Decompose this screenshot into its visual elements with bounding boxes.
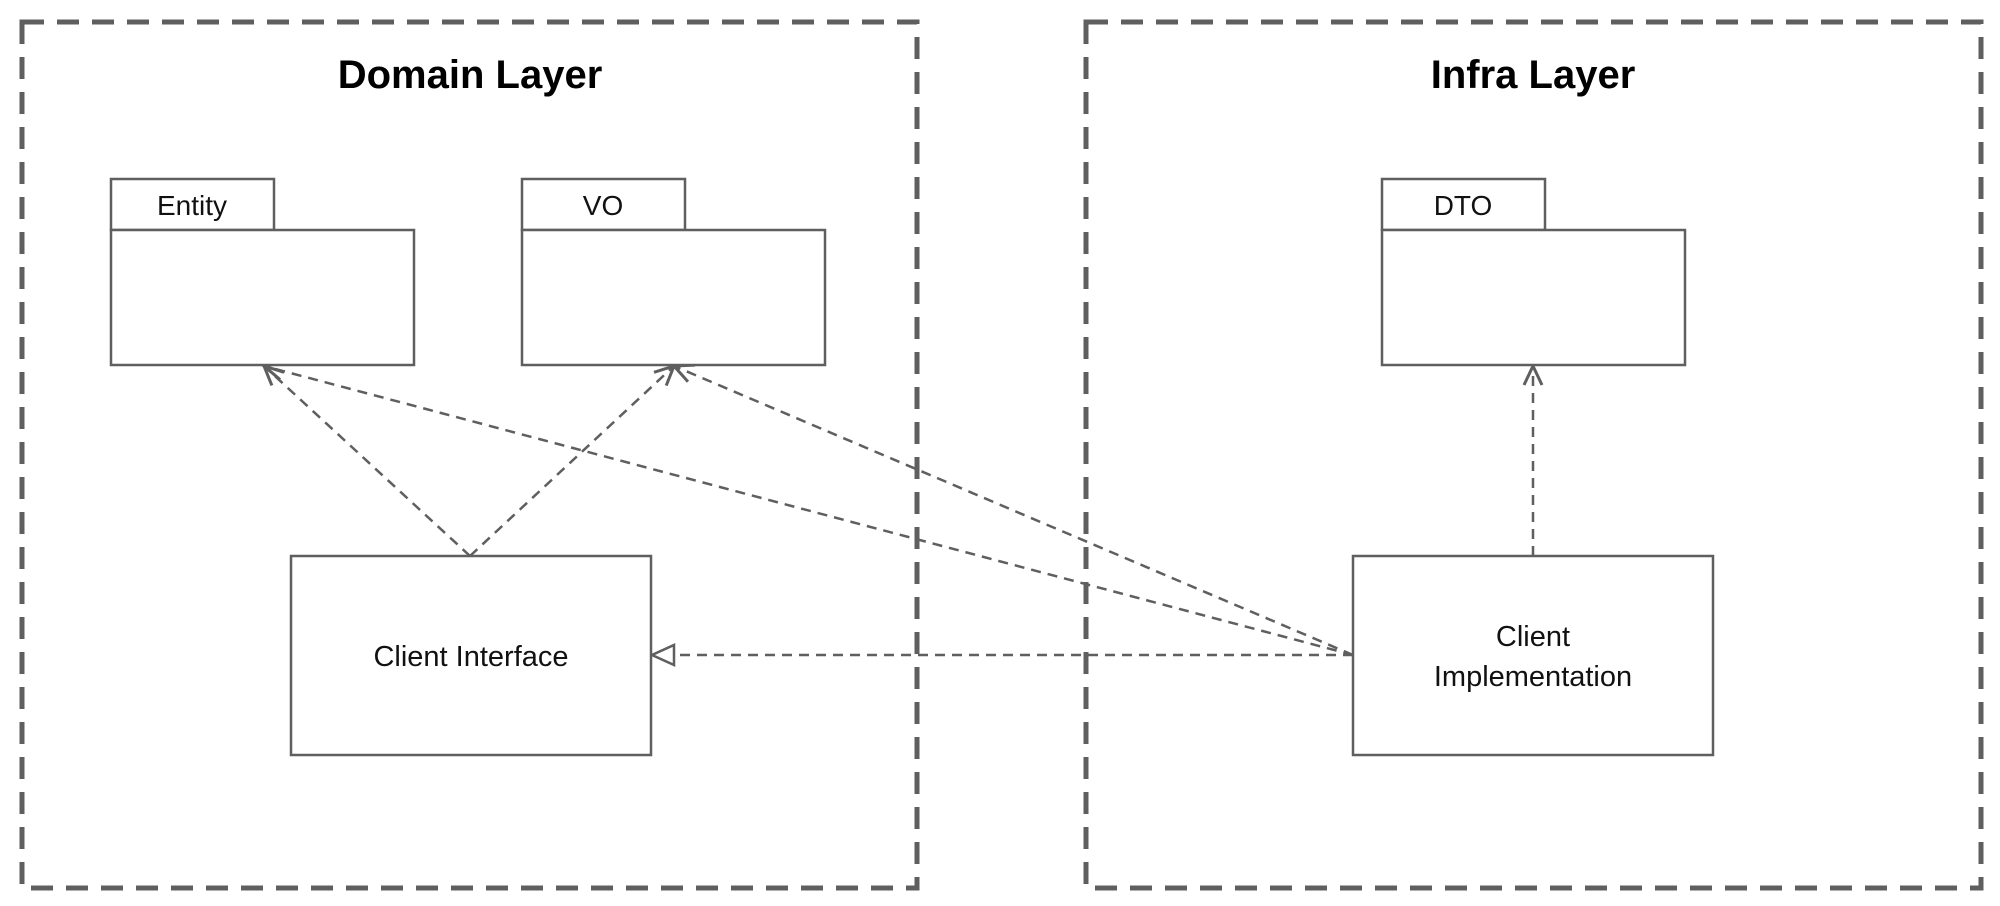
domain-layer-frame: [19, 19, 920, 891]
package-vo-body: [520, 228, 827, 367]
infra-layer-title: Infra Layer: [1431, 53, 1636, 97]
client-interface-label: Client Interface: [373, 641, 568, 673]
domain-layer: Domain Layer: [19, 19, 920, 891]
domain-layer-title: Domain Layer: [338, 53, 603, 97]
package-dto-body: [1380, 228, 1687, 367]
relations: [264, 366, 1533, 655]
package-entity-tab: [109, 177, 276, 232]
class-client-implementation[interactable]: Client Implementation: [1351, 554, 1715, 757]
client-implementation-label-line1: Client: [1496, 621, 1570, 653]
package-dto-tab: [1380, 177, 1547, 232]
package-vo[interactable]: VO: [520, 177, 827, 367]
infra-layer: Infra Layer: [1083, 19, 1984, 891]
dep-interface-to-entity: [264, 366, 471, 557]
package-entity-body: [109, 228, 416, 367]
infra-layer-frame: [1083, 19, 1984, 891]
dep-implementation-to-entity: [264, 366, 1354, 657]
package-dto-label: DTO: [1434, 190, 1493, 221]
client-implementation-box: [1351, 554, 1715, 757]
client-implementation-label-line2: Implementation: [1434, 661, 1632, 693]
package-vo-tab: [520, 177, 687, 232]
dep-interface-to-vo: [469, 366, 674, 557]
client-interface-box: [289, 554, 653, 757]
dep-implementation-to-vo: [674, 366, 1354, 657]
package-entity[interactable]: Entity: [109, 177, 416, 367]
class-client-interface[interactable]: Client Interface: [289, 554, 653, 757]
package-vo-label: VO: [583, 190, 623, 221]
package-dto[interactable]: DTO: [1380, 177, 1687, 367]
package-entity-label: Entity: [157, 190, 227, 221]
